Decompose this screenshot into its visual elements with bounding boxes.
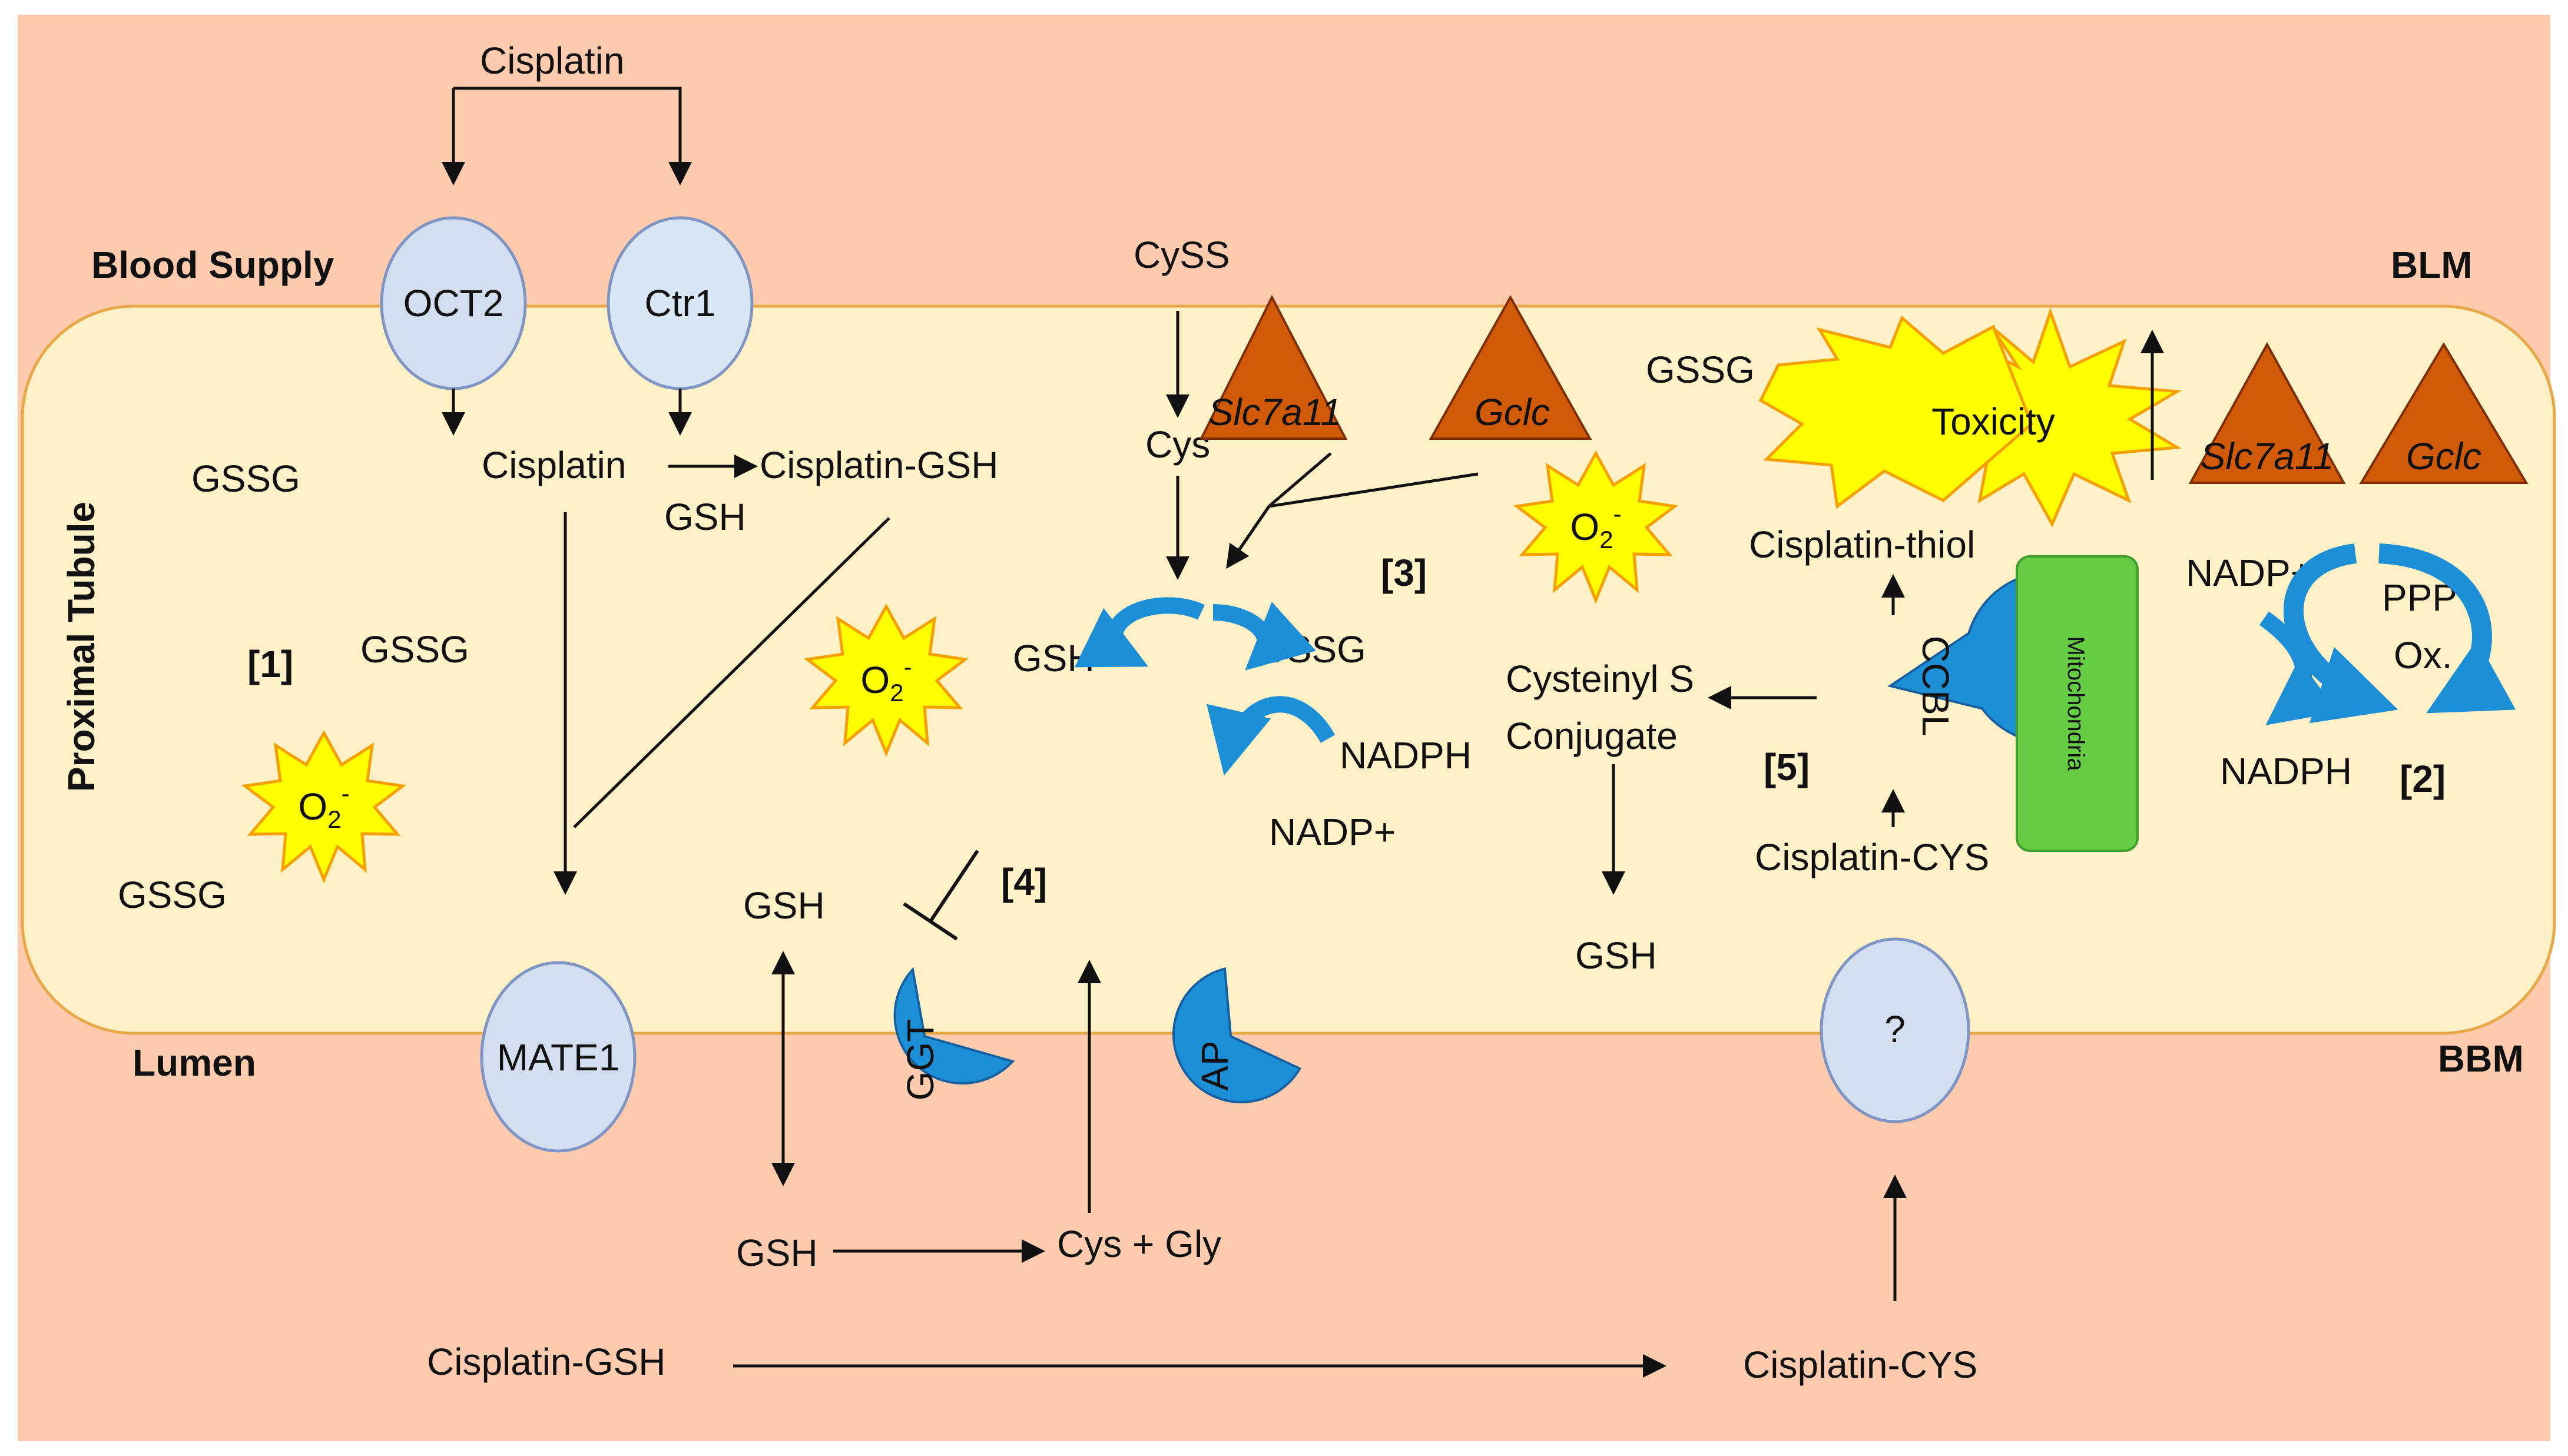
bbm-label: BBM: [2438, 1037, 2524, 1080]
gclc-label: Gclc: [1474, 391, 1550, 433]
mate1-transporter: [480, 961, 637, 1153]
marker-2: [2]: [2400, 758, 2446, 800]
gsh-bottom-label: GSH: [1575, 934, 1657, 977]
superoxide-sub: 2: [890, 679, 903, 707]
gssg-left-a: GSSG: [191, 457, 300, 500]
cisplatin-top-label: Cisplatin: [480, 39, 624, 82]
cisplatin-label: Cisplatin: [482, 444, 626, 486]
gsh-inside-label: GSH: [743, 884, 825, 927]
cisplatin-cys-lumen-label: Cisplatin-CYS: [1743, 1344, 1977, 1386]
ggt-label: GGT: [899, 1019, 942, 1101]
superoxide-sup: -: [1613, 500, 1622, 528]
superoxide-burst-mid: O2-: [803, 603, 969, 757]
gclc-gene-2: Gclc: [2359, 342, 2529, 484]
superoxide-burst-left: O2-: [241, 729, 407, 884]
svg-text:O2-: O2-: [1570, 500, 1621, 553]
lumen-label: Lumen: [132, 1042, 256, 1084]
unknown-transporter-label: ?: [1884, 1008, 1906, 1050]
gssg-left-c: GSSG: [118, 874, 227, 916]
marker-1: [1]: [247, 643, 293, 685]
marker-5: [5]: [1764, 746, 1810, 788]
superoxide-sub: 2: [1599, 526, 1613, 553]
mate1-label: MATE1: [497, 1036, 620, 1079]
ap-label: AP: [1194, 1040, 1236, 1090]
cysteinyl-label-1: Cysteinyl S: [1506, 658, 1694, 700]
unknown-transporter: [1820, 937, 1970, 1123]
ppp-cycle-icon: [2283, 543, 2516, 724]
superoxide-burst-right: O2-: [1513, 450, 1679, 604]
ggt-enzyme: [893, 967, 1015, 1084]
toxicity-burst: Toxicity: [1758, 307, 2182, 528]
line-cisplatin-gsh-to-mate1: [573, 517, 890, 828]
superoxide-sup: -: [342, 780, 350, 807]
superoxide-sup: -: [904, 653, 912, 681]
blood-supply-label: Blood Supply: [91, 244, 334, 286]
gsh-lumen-label: GSH: [736, 1232, 818, 1274]
cisplatin-gsh-lumen-label: Cisplatin-GSH: [427, 1341, 665, 1383]
gsh-under-arrow-label: GSH: [664, 496, 746, 538]
nadph-cycle-label: NADPH: [1340, 734, 1472, 777]
ap-enzyme: [1172, 967, 1302, 1103]
cisplatin-gsh-label: Cisplatin-GSH: [760, 444, 998, 486]
slc7a11-gene-1: Slc7a11: [1199, 294, 1348, 440]
gclc-label: Gclc: [2406, 435, 2481, 477]
toxicity-label: Toxicity: [1931, 400, 2055, 443]
mitochondria: [2016, 555, 2139, 852]
gsh-cycle-label: GSH: [1013, 637, 1095, 679]
marker-3: [3]: [1381, 552, 1427, 594]
nadp-cycle-label: NADP+: [1269, 811, 1396, 853]
svg-text:O2-: O2-: [860, 653, 912, 707]
slc7a11-label: Slc7a11: [1208, 391, 1342, 433]
arrow-genes-head: [1226, 505, 1271, 569]
cysteinyl-label-2: Conjugate: [1506, 715, 1678, 757]
cisplatin-thiol-label: Cisplatin-thiol: [1749, 523, 1975, 566]
gsh-gssg-cycle-icon: [1074, 597, 1316, 671]
nadph-ppp-arrow: [2259, 611, 2338, 725]
superoxide-base: O: [860, 659, 890, 701]
slc7a11-gene-2: Slc7a11: [2188, 341, 2346, 484]
ppp-label-2: Ox.: [2394, 634, 2453, 676]
cys-gly-label: Cys + Gly: [1057, 1223, 1221, 1265]
gssg-left-b: GSSG: [360, 628, 469, 671]
ctr1-label: Ctr1: [645, 282, 716, 324]
oct2-label: OCT2: [403, 282, 504, 324]
superoxide-sub: 2: [327, 805, 341, 833]
cisplatin-cys-inside-label: Cisplatin-CYS: [1755, 836, 1989, 878]
mitochondria-label: Mitochondria: [2063, 636, 2089, 771]
svg-text:O2-: O2-: [298, 780, 349, 833]
gclc-gene-1: Gclc: [1429, 294, 1592, 440]
ggt-inhibition-line: [903, 850, 979, 941]
gssg-right-label: GSSG: [1646, 349, 1755, 391]
slc7a11-label: Slc7a11: [2201, 435, 2334, 477]
gssg-cycle-label: GSSG: [1257, 628, 1366, 671]
proximal-tubule-label: Proximal Tubule: [60, 502, 102, 792]
blm-label: BLM: [2391, 244, 2473, 286]
cys-label: Cys: [1145, 423, 1210, 466]
ccbl-label: CCBL: [1914, 636, 1957, 737]
cyss-label: CySS: [1134, 234, 1230, 276]
nadph-ppp-label: NADPH: [2220, 750, 2352, 792]
nadph-conversion-arrow: [1207, 696, 1336, 776]
superoxide-base: O: [298, 785, 327, 828]
superoxide-base: O: [1570, 506, 1599, 548]
marker-4: [4]: [1001, 861, 1047, 903]
